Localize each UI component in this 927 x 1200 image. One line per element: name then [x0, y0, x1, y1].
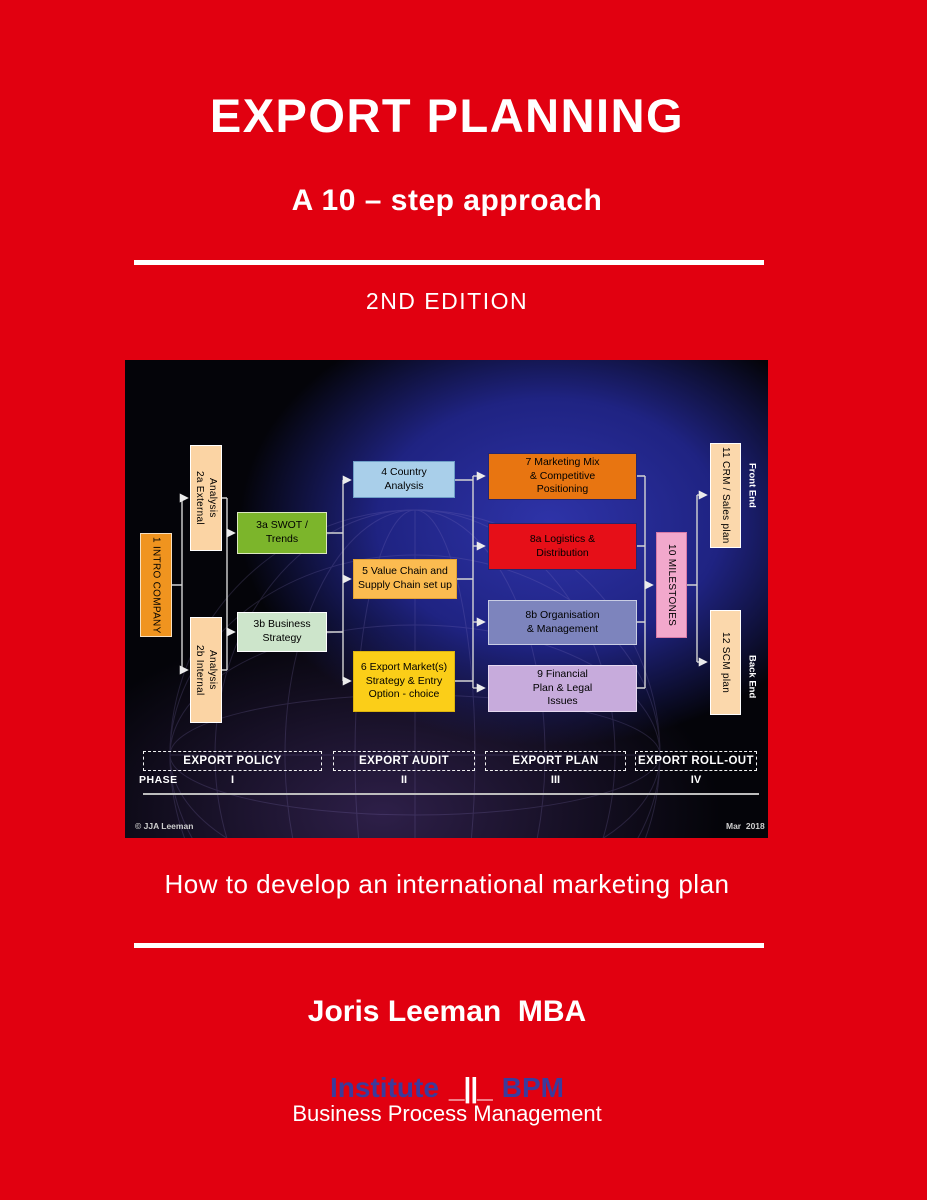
divider-rule-top [134, 260, 764, 265]
flowchart-box-scm: 12 SCM plan [710, 610, 741, 715]
flowchart-box-crm: 11 CRM / Sales plan [710, 443, 741, 548]
phase-numeral-policy: I [230, 774, 235, 786]
flowchart-box-label: 5 Value Chain and Supply Chain set up [358, 565, 452, 591]
flowchart-box-swot: 3a SWOT / Trends [237, 512, 327, 554]
tagline: How to develop an international marketin… [164, 869, 730, 899]
flowchart-box-country: 4 Country Analysis [353, 461, 455, 498]
publisher-full-name: Business Process Management [292, 1101, 602, 1126]
edition-label: 2ND EDITION [365, 288, 529, 314]
phase-box-audit: EXPORT AUDIT [333, 751, 475, 771]
divider-rule-bottom [134, 943, 764, 948]
phase-box-plan: EXPORT PLAN [485, 751, 626, 771]
flowchart-box-internal: 2b Internal Analysis [190, 617, 222, 723]
flowchart-box-milestones: 10 MILESTONES [656, 532, 687, 638]
publisher-name-right: BPM [501, 1072, 564, 1103]
flowchart-box-financial: 9 Financial Plan & Legal Issues [488, 665, 637, 712]
flowchart-box-label: 8a Logistics & Distribution [529, 532, 596, 559]
publisher-logo: Institute _||_ BPM [0, 1072, 894, 1104]
diagram-date: Mar 2018 [726, 821, 765, 831]
flowchart-box-exportmarket: 6 Export Market(s) Strategy & Entry Opti… [353, 651, 455, 712]
phase-box-label: EXPORT AUDIT [359, 755, 449, 767]
phase-box-label: EXPORT PLAN [512, 755, 599, 767]
phase-box-label: EXPORT POLICY [183, 755, 282, 767]
flowchart-box-label: 8b Organisation & Management [525, 608, 600, 635]
flowchart-box-label: 12 SCM plan [720, 631, 731, 694]
phase-word: PHASE [139, 774, 178, 786]
phase-box-policy: EXPORT POLICY [143, 751, 322, 771]
publisher-name-left: Institute [330, 1072, 439, 1103]
flowchart-box-label: 11 CRM / Sales plan [720, 447, 731, 544]
flowchart-box-valuechain: 5 Value Chain and Supply Chain set up [353, 559, 457, 599]
publisher-logo-symbol: _||_ [448, 1072, 493, 1103]
phase-box-rollout: EXPORT ROLL-OUT [635, 751, 757, 771]
book-title: EXPORT PLANNING [209, 89, 685, 142]
cover-content: EXPORT PLANNING A 10 – step approach 2ND… [0, 89, 894, 1126]
back-end-label: Back End [741, 646, 763, 708]
book-subtitle: A 10 – step approach [291, 184, 603, 217]
phase-box-label: EXPORT ROLL-OUT [638, 755, 754, 767]
flowchart-box-organisation: 8b Organisation & Management [488, 600, 637, 645]
phase-underline [143, 793, 759, 795]
flowchart-box-label: 9 Financial Plan & Legal Issues [532, 668, 593, 708]
flowchart-box-label: 10 MILESTONES [666, 543, 677, 627]
flowchart-connectors-and-globe [169, 471, 708, 838]
flowchart-box-marketingmix: 7 Marketing Mix & Competitive Positionin… [488, 453, 637, 500]
flowchart-box-label: 7 Marketing Mix & Competitive Positionin… [525, 456, 600, 496]
flowchart-box-logistics: 8a Logistics & Distribution [488, 523, 637, 570]
author-name: Joris Leeman MBA [307, 995, 587, 1028]
diagram-copyright: © JJA Leeman [135, 821, 194, 831]
flowchart-box-label: 1 INTRO COMPANY [150, 536, 162, 634]
flowchart-box-label: 2b Internal Analysis [194, 644, 218, 696]
flowchart-box-label: 3a SWOT / Trends [256, 519, 308, 545]
front-end-label: Front End [741, 452, 763, 518]
export-planning-flowchart: 1 INTRO COMPANY 2a External Analysis 2b In… [125, 360, 768, 838]
phase-numeral-rollout: IV [690, 774, 702, 786]
flowchart-box-label: 4 Country Analysis [381, 465, 427, 492]
side-label-text: Front End [746, 462, 758, 508]
flowchart-box-external: 2a External Analysis [190, 445, 222, 551]
flowchart-box-label: 3b Business Strategy [253, 618, 311, 644]
phase-numeral-plan: III [550, 774, 561, 786]
flowchart-box-label: 6 Export Market(s) Strategy & Entry Opti… [360, 661, 448, 701]
side-label-text: Back End [746, 655, 758, 699]
flowchart-box-intro: 1 INTRO COMPANY [140, 533, 172, 637]
phase-numeral-audit: II [400, 774, 408, 786]
flowchart-box-bizstrategy: 3b Business Strategy [237, 612, 327, 652]
flowchart-box-label: 2a External Analysis [194, 471, 218, 525]
